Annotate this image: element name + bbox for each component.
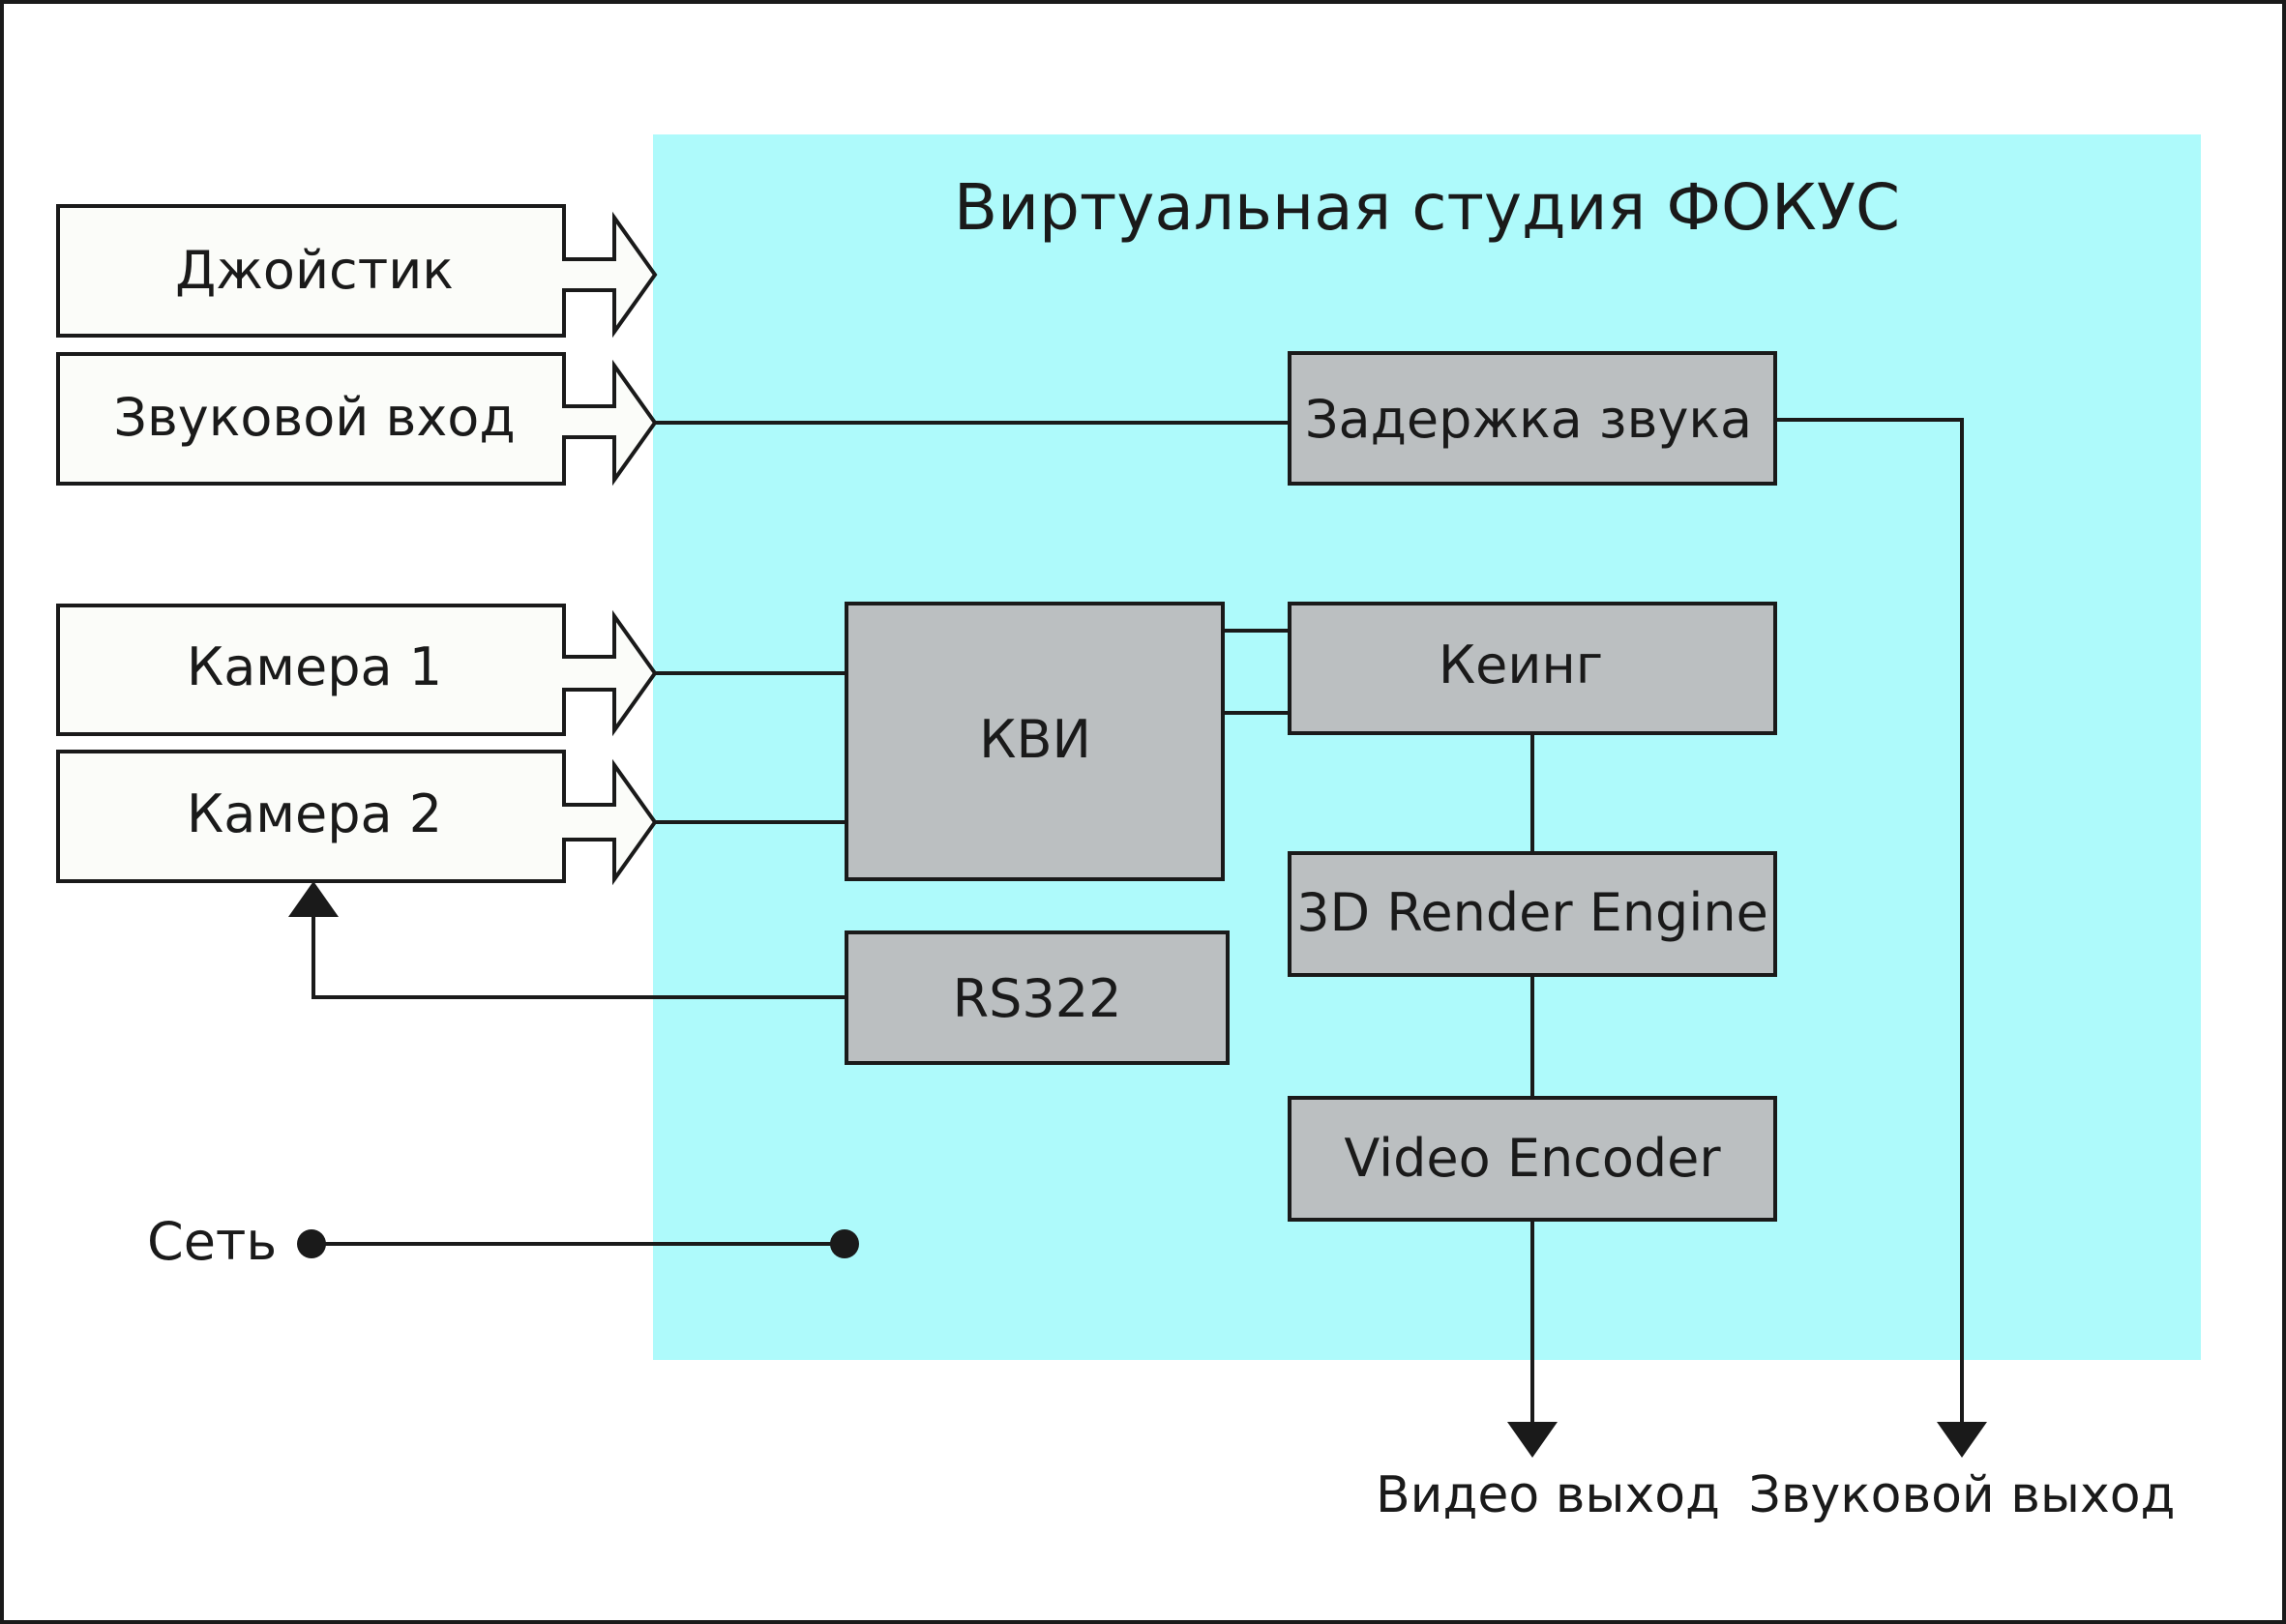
camera2-arrow-shape <box>56 750 658 886</box>
input-joystick: Джойстик <box>56 204 658 339</box>
joystick-arrow-shape <box>56 204 658 339</box>
video-out-label: Видео выход <box>1376 1466 1720 1524</box>
audio-out-label: Звуковой выход <box>1748 1466 2175 1524</box>
network-dot-right <box>830 1229 859 1258</box>
encoder-label: Video Encoder <box>1344 1128 1721 1189</box>
network-dot-left <box>297 1229 326 1258</box>
audio-delay-label: Задержка звука <box>1305 389 1752 450</box>
camera2-label: Камера 2 <box>187 783 442 844</box>
module-render-engine: 3D Render Engine <box>1288 851 1777 977</box>
arrowhead-to-camera2 <box>288 881 339 917</box>
network-label: Сеть <box>147 1211 277 1272</box>
connections <box>312 418 1964 1432</box>
module-kvi: КВИ <box>845 602 1225 881</box>
arrowhead-video-out <box>1507 1422 1558 1458</box>
kvi-label: КВИ <box>979 709 1091 770</box>
studio-title: Виртуальная студия ФОКУС <box>954 170 1900 245</box>
input-camera-2: Камера 2 <box>56 750 658 886</box>
render-label: 3D Render Engine <box>1296 882 1768 943</box>
keying-label: Кеинг <box>1439 635 1603 695</box>
module-rs322: RS322 <box>845 930 1230 1065</box>
audio-in-arrow-shape <box>56 352 658 487</box>
camera1-arrow-shape <box>56 604 658 737</box>
audio-in-label: Звуковой вход <box>113 387 515 448</box>
module-video-encoder: Video Encoder <box>1288 1096 1777 1222</box>
line-rs-to-camera2 <box>312 914 846 999</box>
input-audio: Звуковой вход <box>56 352 658 487</box>
module-keying: Кеинг <box>1288 602 1777 735</box>
joystick-label: Джойстик <box>175 240 454 301</box>
line-delay-to-audio-out <box>1775 418 1964 1432</box>
camera1-label: Камера 1 <box>187 636 442 697</box>
module-audio-delay: Задержка звука <box>1288 351 1777 486</box>
input-camera-1: Камера 1 <box>56 604 658 737</box>
arrowhead-audio-out <box>1937 1422 1987 1458</box>
rs-label: RS322 <box>953 968 1122 1029</box>
